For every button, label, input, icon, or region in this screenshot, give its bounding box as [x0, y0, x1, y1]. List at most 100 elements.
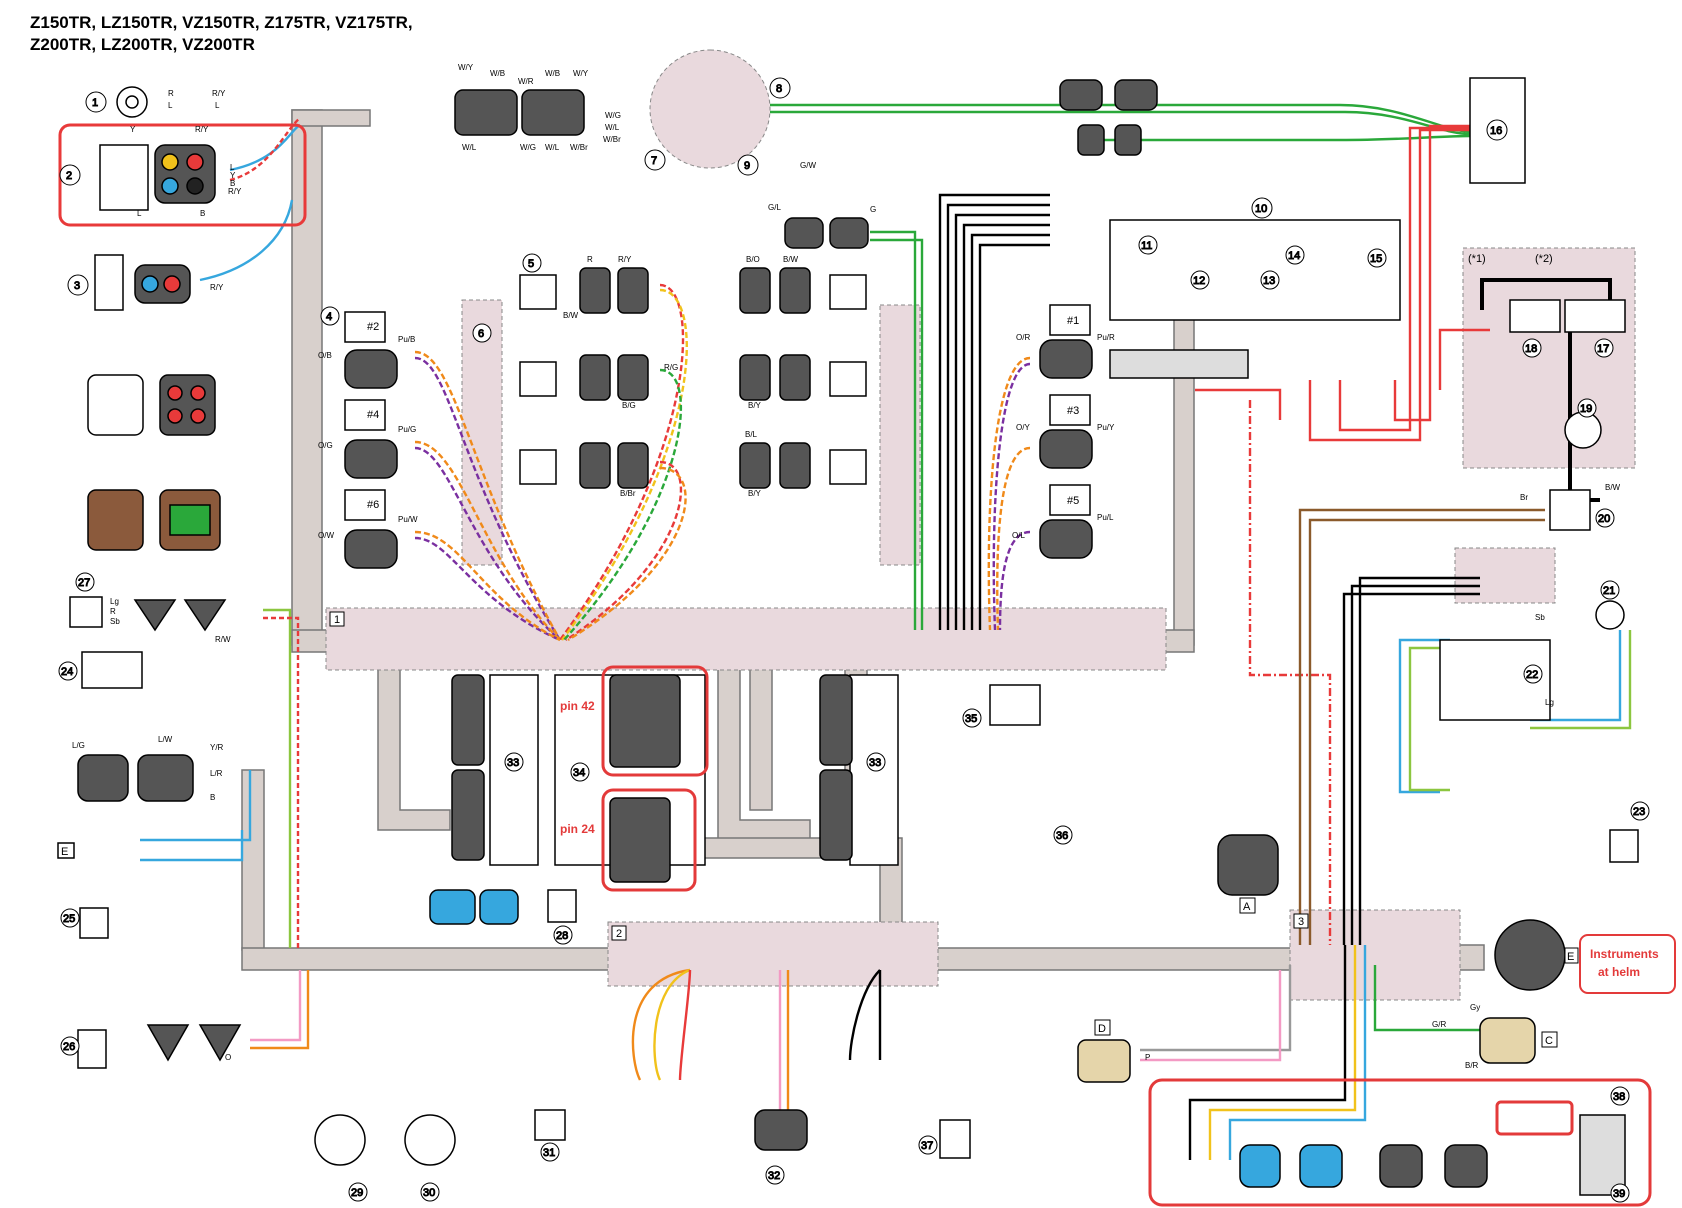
switch-3-body: [94, 254, 124, 311]
svg-text:2: 2: [66, 170, 72, 182]
wc-r2-5: R/Y: [228, 187, 242, 196]
component-38: 38: [1610, 1086, 1630, 1106]
wc-st-4: W/Y: [573, 69, 589, 78]
wire-g-2: [770, 110, 1471, 136]
component-6: 6: [472, 323, 492, 343]
stator-conn-b: [521, 89, 585, 136]
injector-e2: [779, 354, 811, 401]
conn-d: [1077, 1039, 1131, 1083]
wc-misc-0: Br: [1520, 493, 1528, 502]
component-2: 2: [59, 164, 81, 186]
svg-text:1: 1: [92, 97, 98, 109]
coil-2: [344, 311, 386, 343]
wc-inj-9: B/Br: [620, 489, 636, 498]
wire-b-3-3: [1342, 592, 1480, 945]
wire-y-bundle: [653, 968, 691, 1081]
svg-text:7: 7: [651, 155, 657, 167]
wc-cr-0: O/R: [1016, 333, 1030, 342]
wc-cr-3: Pu/Y: [1097, 423, 1115, 432]
wc-cl-0: O/B: [318, 351, 332, 360]
svg-text:5: 5: [528, 258, 534, 270]
wire-b-bundle-4: [962, 223, 1050, 630]
relay-2-connector: [154, 144, 216, 204]
cylinder-4: #4: [367, 409, 379, 421]
component-20: 20: [1595, 508, 1615, 528]
fuse-box-connector: [1109, 349, 1249, 379]
component-numbers: 1 2 3 4 5 6 7 8 9 10 11 12 13 14 15 16 1…: [58, 77, 1650, 1203]
module-33-right-conn: [819, 674, 853, 766]
wire-coil-4: [414, 440, 561, 641]
wc-st-11: W/Br: [570, 143, 588, 152]
sensor-1-core: [125, 95, 139, 109]
variant-2: (*2): [1535, 253, 1553, 265]
wc-st-3: W/B: [545, 69, 560, 78]
wc-st-10: W/L: [545, 143, 560, 152]
svg-text:33: 33: [869, 757, 881, 769]
wc-st-8: W/L: [462, 143, 477, 152]
switch-28: [547, 889, 577, 923]
wire-coil-1: [414, 356, 562, 641]
wire-r-1: [1195, 388, 1282, 420]
wc-inj-2: B/W: [563, 311, 579, 320]
wc-inj-4: B/W: [783, 255, 799, 264]
relay-20: [1549, 489, 1591, 531]
g-conn-2: [1114, 79, 1158, 111]
coil-conn-6: [344, 529, 398, 569]
conn-39-b: [1299, 1144, 1343, 1188]
component-34: 34: [570, 762, 590, 782]
component-13: 13: [1260, 270, 1280, 290]
injector-c3: [617, 442, 649, 489]
wc-24-3: L/R: [210, 769, 223, 778]
svg-text:39: 39: [1613, 1188, 1625, 1200]
wire-b-33: [848, 969, 881, 1061]
coil-3: [1049, 394, 1091, 426]
wc-st-9: W/G: [520, 143, 536, 152]
injector-f1: [739, 442, 771, 489]
wire-inj-5: [567, 466, 687, 642]
letter-marker-d: D: [1098, 1023, 1106, 1035]
component-16: 16: [1486, 119, 1508, 141]
svg-text:4: 4: [326, 311, 332, 323]
cylinder-5: #5: [1067, 495, 1079, 507]
svg-text:21: 21: [1603, 585, 1615, 597]
fuse-38-box: [1495, 1100, 1574, 1136]
coil-6: [344, 489, 386, 521]
coil-conn-2: [344, 349, 398, 389]
conn-24-a: [77, 754, 129, 802]
wc-r2-3: Y: [230, 171, 236, 180]
wc-misc-5: Sb: [1535, 613, 1545, 622]
component-29: 29: [348, 1182, 368, 1202]
wc-inj-5: B/Y: [748, 401, 762, 410]
pin-red-3: [167, 408, 183, 424]
wire-b-bundle-5: [970, 233, 1050, 630]
relay-2-pin-ry: [186, 153, 204, 171]
wire-inj-2: [561, 288, 688, 641]
component-10: 10: [1251, 197, 1273, 219]
svg-text:29: 29: [351, 1187, 363, 1199]
cylinder-3: #3: [1067, 405, 1079, 417]
wires: [140, 103, 1632, 1160]
wire-g-3: [1090, 134, 1471, 142]
svg-text:18: 18: [1525, 343, 1537, 355]
wire-b-bundle-2: [946, 203, 1050, 630]
svg-text:16: 16: [1490, 125, 1502, 137]
wire-lg-1: [1408, 646, 1450, 792]
component-32: 32: [765, 1165, 785, 1185]
gauge-26: [77, 1029, 107, 1069]
pin-red-4: [190, 408, 206, 424]
wire-l-39: [1228, 945, 1367, 1160]
wc-cr-5: Pu/L: [1097, 513, 1114, 522]
duct-left-vertical: [291, 109, 323, 646]
wire-p-1: [250, 970, 302, 1042]
component-37: 37: [918, 1135, 938, 1155]
cylinder-2: #2: [367, 321, 379, 333]
conn-24-b: [137, 754, 194, 802]
conn-26-b: [198, 1024, 242, 1062]
wire-coil-5: [414, 536, 561, 642]
component-1: 1: [85, 91, 107, 113]
component-36: 36: [1053, 825, 1073, 845]
component-28: 28: [553, 925, 573, 945]
wire-b-3-1: [1358, 576, 1480, 945]
conn-28-a: [429, 889, 476, 925]
conn-39-c: [1379, 1144, 1423, 1188]
